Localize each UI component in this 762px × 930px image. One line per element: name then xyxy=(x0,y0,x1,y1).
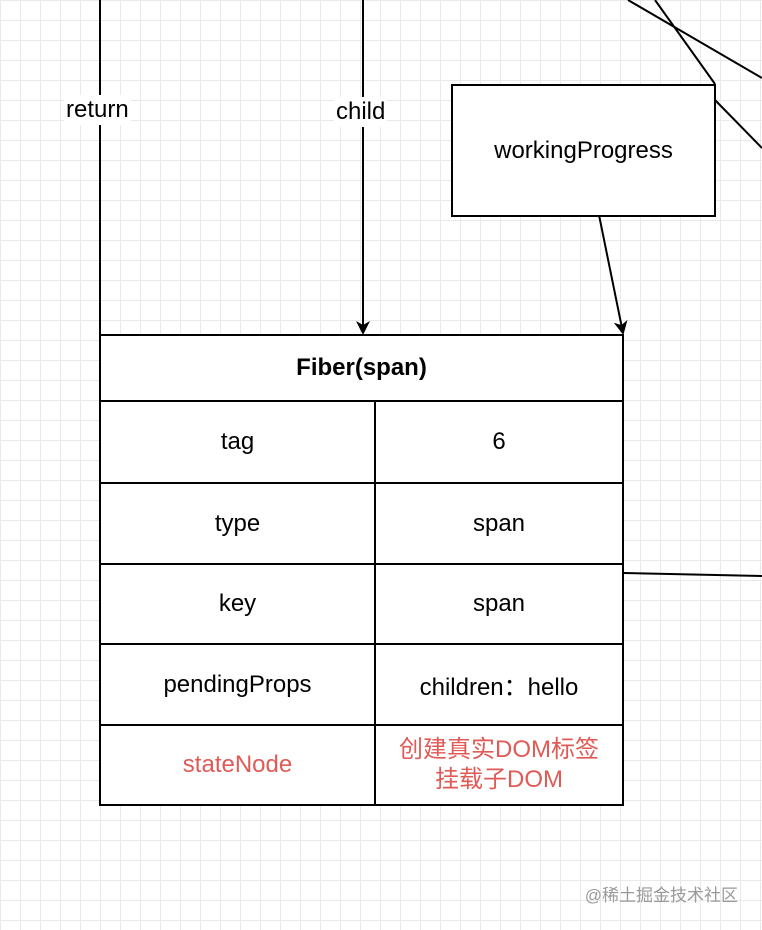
fiber-row-key: pendingProps xyxy=(101,645,376,724)
top-right-edge-2 xyxy=(654,0,716,85)
fiber-row-key: key xyxy=(101,565,376,643)
fiber-row-key: tag xyxy=(101,402,376,482)
working-progress-label: workingProgress xyxy=(494,136,673,164)
state-node-value-line1: 创建真实DOM标签 xyxy=(399,736,599,763)
fiber-row-key: type xyxy=(101,484,376,563)
child-label: child xyxy=(334,97,388,127)
top-right-edge-1 xyxy=(627,0,762,79)
fiber-row-key-field: key span xyxy=(101,565,622,645)
fiber-row-value: 6 xyxy=(492,428,506,455)
fiber-title: Fiber(span) xyxy=(101,336,622,402)
fiber-row-key: stateNode xyxy=(101,726,376,804)
fiber-node: Fiber(span) tag 6 type span key span pen… xyxy=(99,334,624,806)
top-right-edge-3 xyxy=(714,99,762,149)
fiber-row-value: span xyxy=(472,509,526,537)
fiber-row-value: 创建真实DOM标签 挂载子DOM xyxy=(376,726,622,804)
fiber-row-type: type span xyxy=(101,484,622,565)
return-label: return xyxy=(64,95,131,125)
fiber-row-tag: tag 6 xyxy=(101,402,622,484)
right-exit-edge xyxy=(623,572,762,577)
working-progress-node: workingProgress xyxy=(451,84,716,217)
watermark: @稀土掘金技术社区 xyxy=(584,886,738,905)
fiber-row-value: span xyxy=(472,590,526,617)
working-progress-edge xyxy=(598,214,628,335)
fiber-row-state-node: stateNode 创建真实DOM标签 挂载子DOM xyxy=(101,726,622,804)
state-node-value-line2: 挂载子DOM xyxy=(435,766,563,793)
fiber-row-value: children：hello xyxy=(419,674,579,701)
fiber-row-pending-props: pendingProps children：hello xyxy=(101,645,622,726)
